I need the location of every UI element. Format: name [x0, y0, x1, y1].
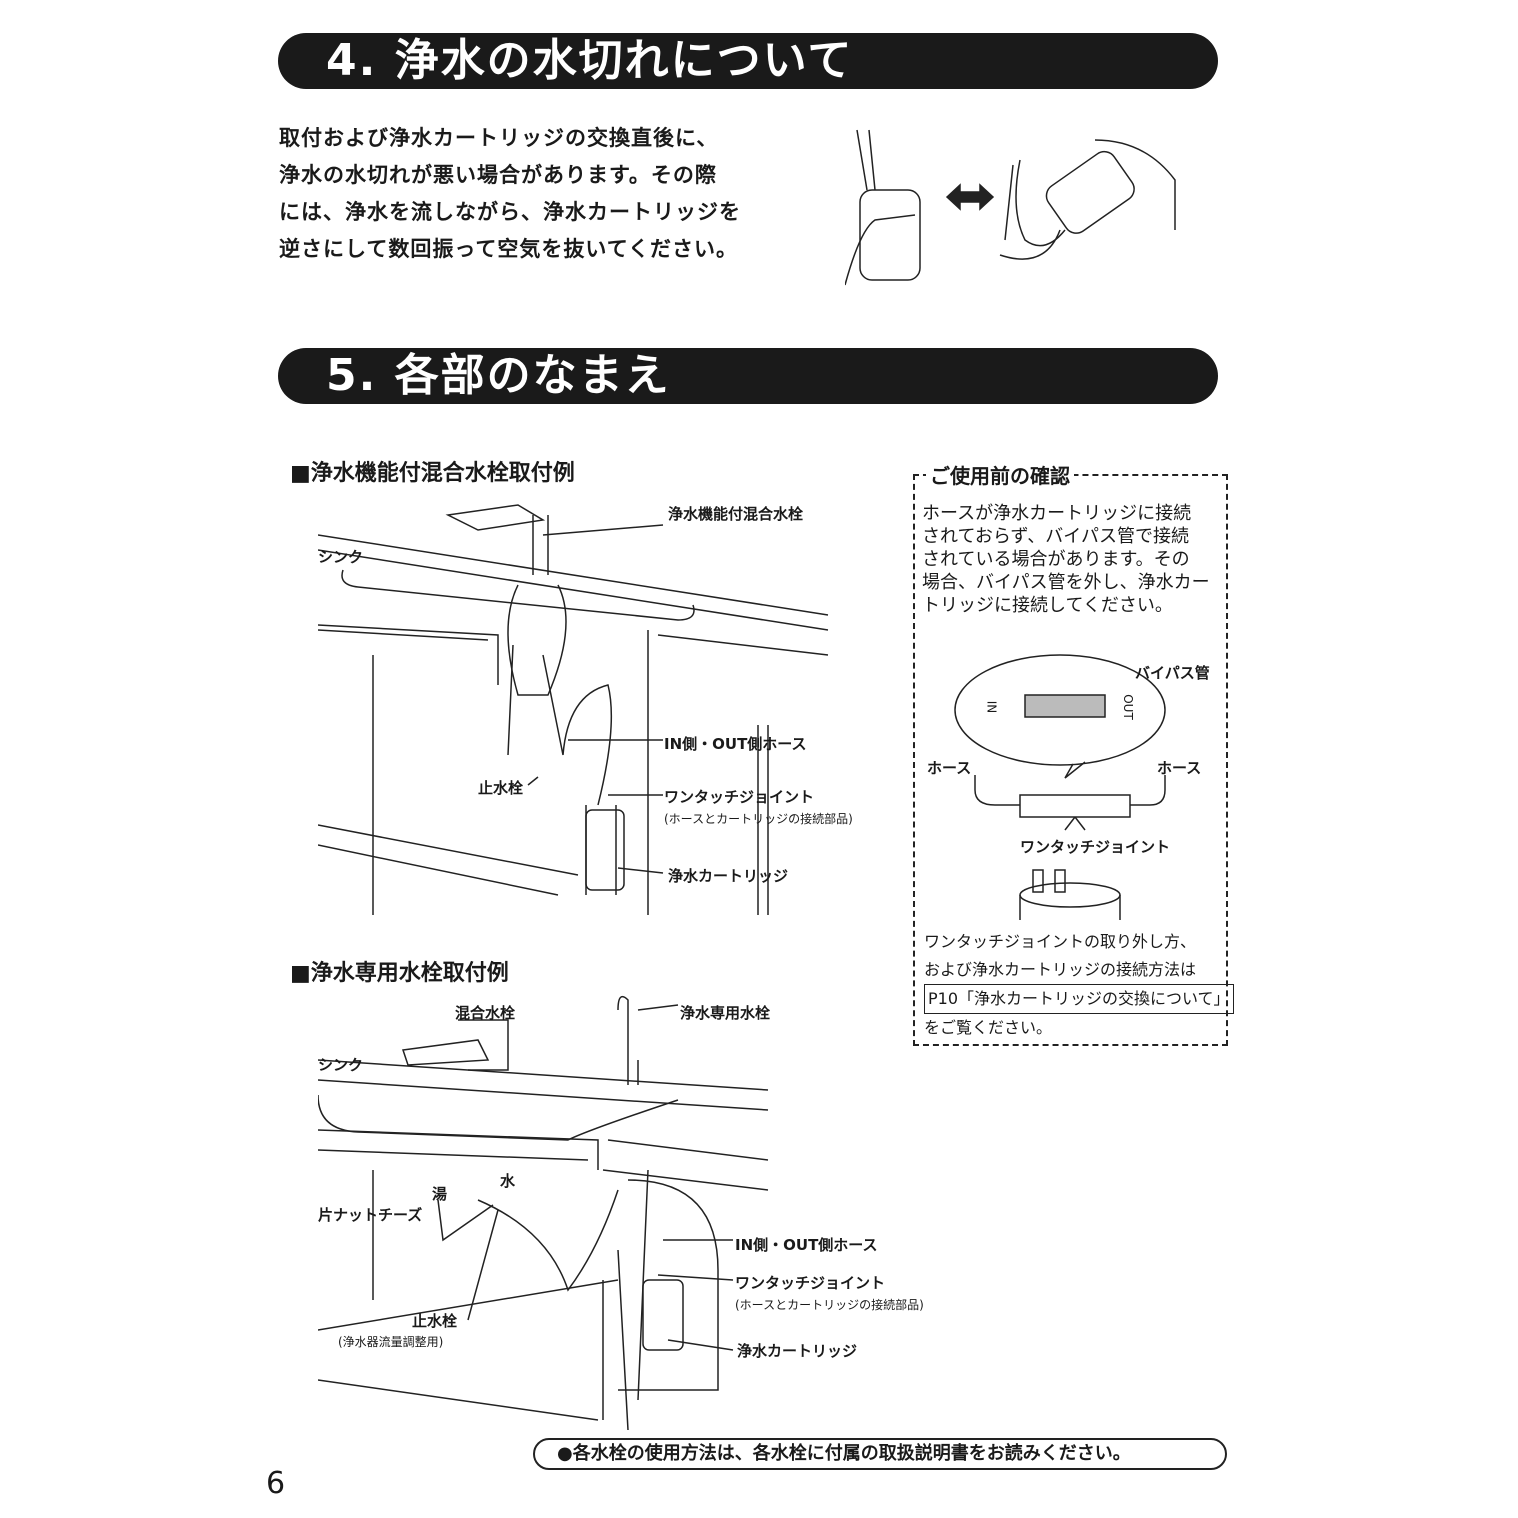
label-mixer: 混合水栓 — [455, 1004, 516, 1022]
label-tee: 片ナットチーズ — [318, 1206, 423, 1224]
section-4-paragraph: 取付および浄水カートリッジの交換直後に、 浄水の水切れが悪い場合があります。その… — [279, 120, 741, 268]
paragraph-line: 取付および浄水カートリッジの交換直後に、 — [279, 126, 719, 150]
bypass-joint-illustration — [954, 654, 1166, 920]
paragraph-line: には、浄水を流しながら、浄水カートリッジを — [279, 200, 741, 224]
label-joint: ワンタッチジョイント — [664, 788, 815, 806]
page-number: 6 — [266, 1466, 286, 1501]
pre-use-check-title: ご使用前の確認 — [926, 460, 1074, 489]
note-line: および浄水カートリッジの接続方法は — [924, 960, 1197, 979]
pre-use-check-reference: ワンタッチジョイントの取り外し方、 および浄水カートリッジの接続方法は P10「… — [924, 928, 1234, 1042]
label-sink: シンク — [318, 548, 364, 566]
example2-heading: ■浄水専用水栓取付例 — [290, 961, 509, 986]
label-sink: シンク — [318, 1056, 364, 1074]
note-line: されている場合があります。その — [922, 549, 1190, 570]
faucet-install-illustration — [318, 504, 829, 915]
section-4-title: 4. 浄水の水切れについて — [278, 33, 1218, 89]
note-line: をご覧ください。 — [924, 1018, 1053, 1037]
dedicated-faucet-illustration — [318, 995, 769, 1430]
double-arrow-icon — [945, 183, 995, 211]
label-stop-valve: 止水栓 — [412, 1312, 458, 1330]
label-joint-note: (ホースとカートリッジの接続部品) — [735, 1298, 924, 1312]
label-joint: ワンタッチジョイント — [735, 1274, 886, 1292]
reference-link[interactable]: P10「浄水カートリッジの交換について」 — [924, 984, 1234, 1014]
note-line: ホースが浄水カートリッジに接続 — [922, 503, 1192, 524]
example1-heading: ■浄水機能付混合水栓取付例 — [290, 461, 575, 486]
note-line: トリッジに接続してください。 — [922, 595, 1173, 616]
cartridge-flip-illustration — [845, 129, 1176, 286]
paragraph-line: 浄水の水切れが悪い場合があります。その際 — [279, 163, 717, 187]
label-joint: ワンタッチジョイント — [1020, 838, 1171, 856]
label-stop-valve: 止水栓 — [478, 779, 524, 797]
label-hose: IN側・OUT側ホース — [735, 1236, 878, 1254]
note-line: されておらず、バイパス管で接続 — [922, 526, 1189, 547]
label-hose-left: ホース — [927, 759, 972, 777]
label-faucet: 浄水機能付混合水栓 — [668, 505, 804, 523]
label-cartridge: 浄水カートリッジ — [668, 867, 789, 885]
label-joint-note: (ホースとカートリッジの接続部品) — [664, 812, 853, 826]
section-5-title: 5. 各部のなまえ — [278, 348, 1218, 404]
in-mark: IN — [984, 700, 999, 714]
out-mark: OUT — [1120, 694, 1135, 720]
paragraph-line: 逆さにして数回振って空気を抜いてください。 — [279, 237, 739, 261]
footer-note: ●各水栓の使用方法は、各水栓に付属の取扱説明書をお読みください。 — [533, 1438, 1227, 1470]
label-hose-right: ホース — [1157, 759, 1202, 777]
pre-use-check-text: ホースが浄水カートリッジに接続 されておらず、バイパス管で接続 されている場合が… — [922, 502, 1210, 617]
label-hose: IN側・OUT側ホース — [664, 735, 807, 753]
label-cartridge: 浄水カートリッジ — [737, 1342, 858, 1360]
label-water: 水 — [500, 1172, 516, 1190]
note-line: 場合、バイパス管を外し、浄水カー — [922, 572, 1210, 593]
label-bypass: バイパス管 — [1135, 664, 1210, 682]
note-line: ワンタッチジョイントの取り外し方、 — [924, 932, 1197, 951]
label-hot: 湯 — [432, 1185, 448, 1203]
label-stop-valve-note: (浄水器流量調整用) — [338, 1335, 444, 1349]
label-dedicated-faucet: 浄水専用水栓 — [680, 1004, 771, 1022]
